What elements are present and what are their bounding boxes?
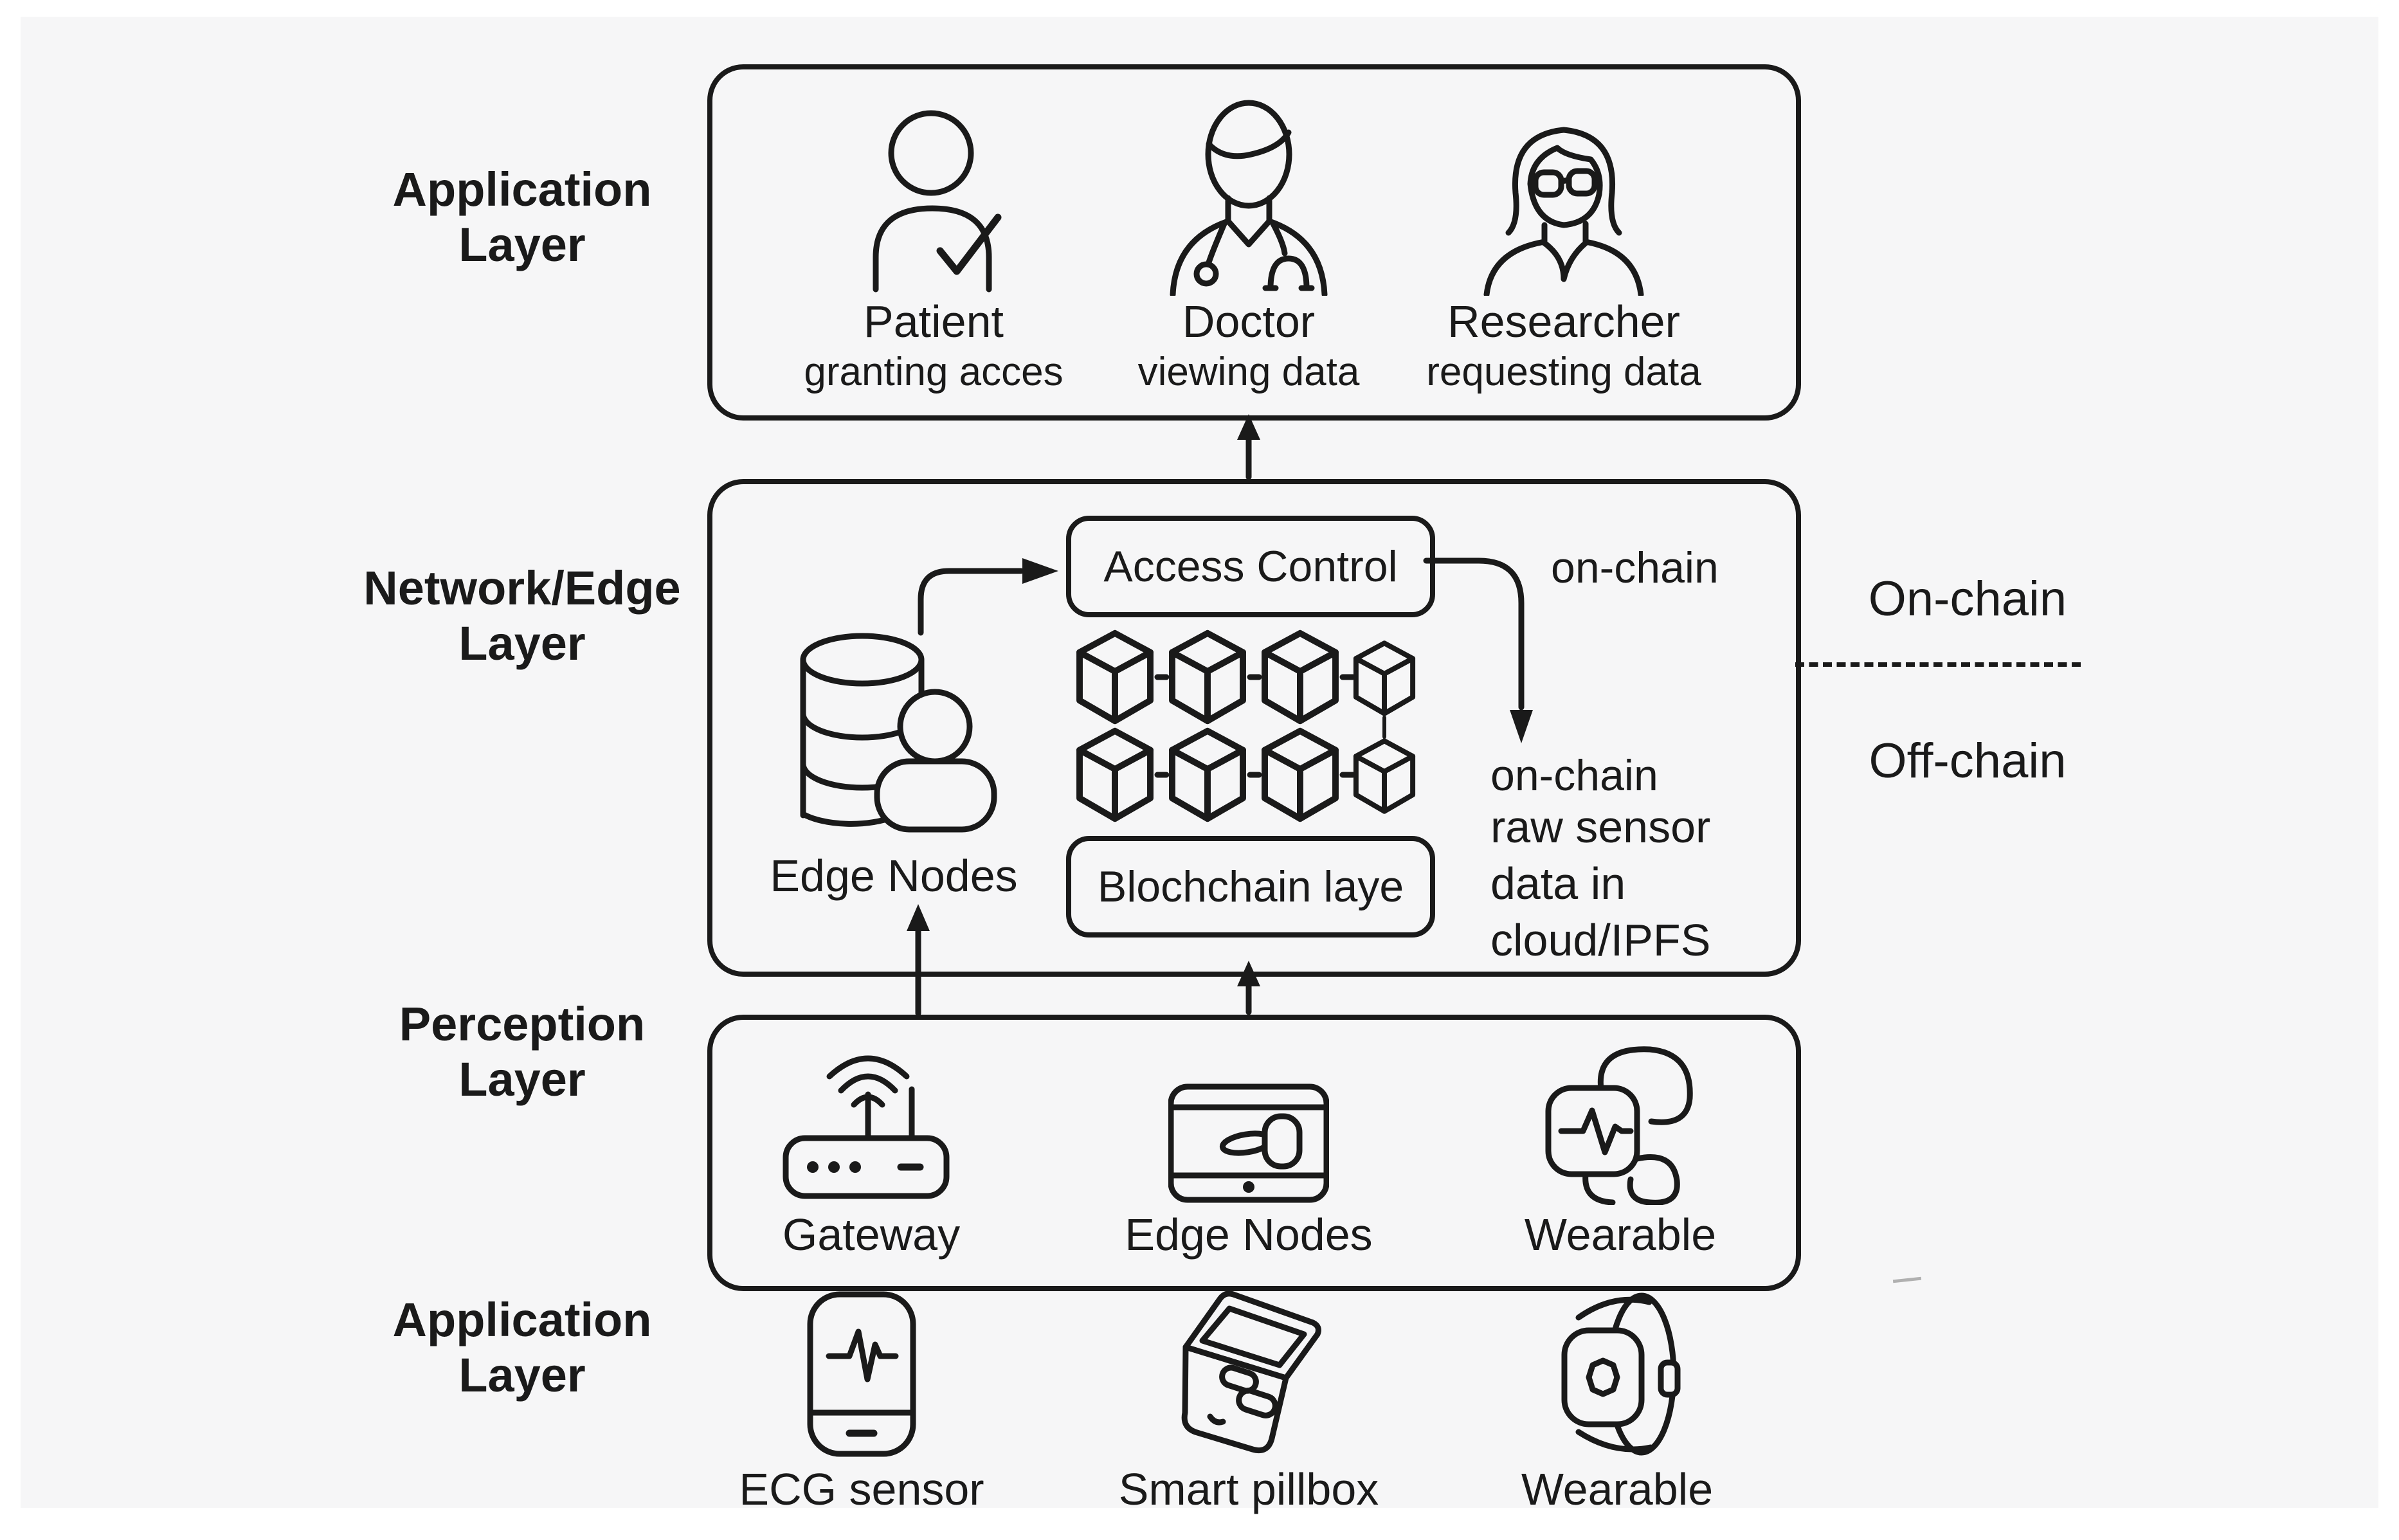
device-name: Edge Nodes (1125, 1209, 1373, 1260)
perception-layer-box (707, 1015, 1801, 1291)
edge-nodes-label: Edge Nodes (770, 851, 1018, 901)
wearable-watch-icon (1545, 1046, 1693, 1205)
database-user-icon (800, 633, 997, 833)
actor-caption: granting acces (804, 350, 1064, 394)
device-name: Wearable (1521, 1464, 1714, 1514)
ecg-sensor-icon (807, 1291, 916, 1457)
actor-patient: Patient granting acces (728, 96, 1139, 395)
actor-name: Patient (864, 296, 1004, 347)
off-chain-storage-note: raw sensor data in cloud/IPFS (1490, 802, 1711, 965)
device-name: Smart pillbox (1118, 1464, 1379, 1514)
label-application-layer-top: Application Layer (392, 163, 652, 271)
label-perception-layer: Perception Layer (399, 997, 646, 1106)
doctor-stethoscope-icon (1170, 100, 1328, 296)
on-chain-side-label: On-chain (1868, 572, 2067, 626)
access-control-box: Access Control (1066, 516, 1435, 617)
smart-pillbox-icon (1181, 1291, 1321, 1454)
actor-caption: requesting data (1426, 350, 1701, 394)
device-name: Wearable (1524, 1209, 1717, 1260)
chain-divider-dashed-line (1795, 662, 2081, 667)
label-application-layer-bottom: Application Layer (392, 1293, 652, 1402)
device-gateway: Gateway (678, 1037, 1064, 1259)
actor-name: Doctor (1182, 296, 1316, 347)
off-chain-side-label: Off-chain (1869, 734, 2067, 788)
device-name: ECG sensor (739, 1464, 984, 1514)
smartwatch-icon (1561, 1292, 1681, 1456)
device-ecg-sensor: ECG sensor (669, 1289, 1055, 1514)
device-edge-node: Edge Nodes (1056, 1037, 1442, 1259)
patient-check-icon (873, 110, 1002, 293)
actor-name: Researcher (1447, 296, 1680, 347)
blockchain-layer-box: Blochchain laye (1066, 836, 1435, 938)
device-smartwatch: Wearable (1424, 1289, 1810, 1514)
on-chain-arrow-label: on-chain (1551, 543, 1719, 592)
on-chain-label: on-chain (1490, 751, 1658, 800)
edge-node-tablet-lock-icon (1168, 1083, 1329, 1203)
access-control-label: Access Control (1103, 542, 1398, 591)
device-smart-pillbox: Smart pillbox (1056, 1289, 1442, 1514)
device-name: Gateway (782, 1209, 961, 1260)
actor-caption: viewing data (1137, 350, 1360, 394)
actor-researcher: Researcher requesting data (1358, 96, 1770, 395)
label-network-edge-layer: Network/Edge Layer (363, 561, 681, 670)
blockchain-layer-label: Blochchain laye (1097, 862, 1404, 911)
device-wearable: Wearable (1427, 1037, 1813, 1259)
gateway-router-icon (783, 1055, 950, 1199)
researcher-glasses-icon (1483, 127, 1644, 296)
actor-doctor: Doctor viewing data (1043, 96, 1454, 395)
